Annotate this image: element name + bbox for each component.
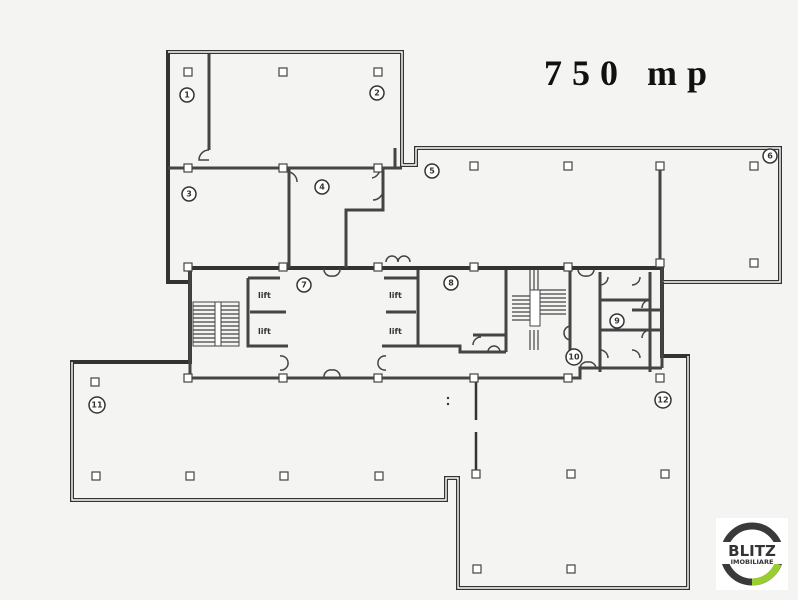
lift-label: lift bbox=[258, 291, 271, 300]
logo-brand: BLITZ bbox=[728, 542, 776, 560]
room-label-10: 10 bbox=[565, 348, 583, 366]
svg-text:10: 10 bbox=[568, 353, 580, 362]
logo-ring-icon: BLITZ IMOBILIARE bbox=[720, 522, 784, 586]
svg-text:8: 8 bbox=[448, 279, 454, 288]
room-label-2: 2 bbox=[369, 85, 385, 101]
svg-text:7: 7 bbox=[301, 281, 307, 290]
svg-text:1: 1 bbox=[184, 91, 190, 100]
svg-text:3: 3 bbox=[186, 190, 192, 199]
columns bbox=[90, 67, 759, 574]
room-label-7: 7 bbox=[296, 277, 312, 293]
lift-label: lift bbox=[258, 327, 271, 336]
stairs-right bbox=[512, 270, 566, 350]
area-title: 750 mp bbox=[544, 53, 718, 93]
interior-walls bbox=[168, 54, 662, 470]
stairs-left bbox=[192, 301, 240, 347]
room-label-3: 3 bbox=[181, 186, 197, 202]
room-label-4: 4 bbox=[314, 179, 330, 195]
lift-label: lift bbox=[389, 327, 402, 336]
svg-text:2: 2 bbox=[374, 89, 380, 98]
svg-text:6: 6 bbox=[767, 152, 773, 161]
svg-text:11: 11 bbox=[91, 401, 103, 410]
svg-text:4: 4 bbox=[319, 183, 325, 192]
room-label-9: 9 bbox=[609, 313, 625, 329]
room-label-11: 11 bbox=[88, 396, 106, 414]
outer-walls bbox=[70, 50, 782, 590]
doors bbox=[198, 149, 651, 379]
blitz-logo: BLITZ IMOBILIARE bbox=[716, 518, 788, 590]
room-label-1: 1 bbox=[179, 87, 195, 103]
svg-text:9: 9 bbox=[614, 317, 620, 326]
logo-subtitle: IMOBILIARE bbox=[731, 558, 774, 566]
room-label-6: 6 bbox=[762, 148, 778, 164]
lift-label: lift bbox=[389, 291, 402, 300]
room-label-12: 12 bbox=[654, 391, 672, 409]
svg-text:5: 5 bbox=[429, 167, 435, 176]
room-label-8: 8 bbox=[443, 275, 459, 291]
svg-text:12: 12 bbox=[657, 396, 668, 405]
room-label-5: 5 bbox=[424, 163, 440, 179]
